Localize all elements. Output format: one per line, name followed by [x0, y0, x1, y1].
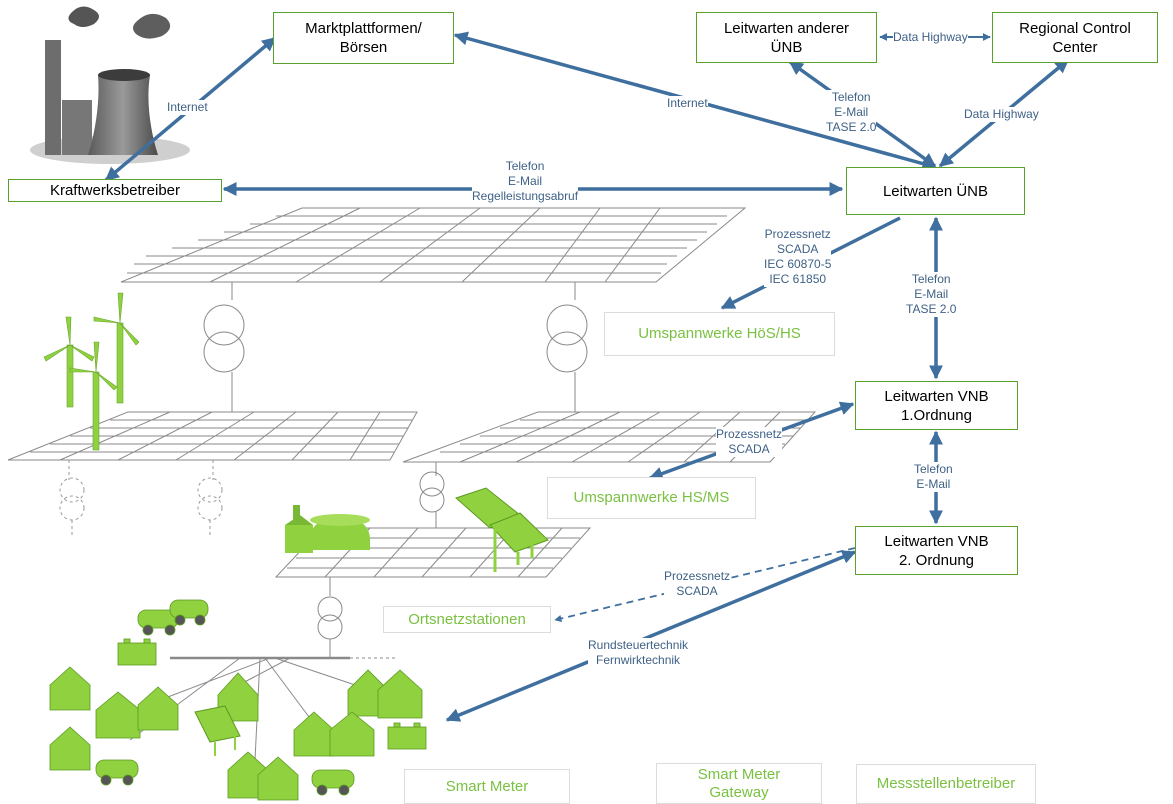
wind-turbines-icon	[43, 292, 140, 451]
node-kraftwerksbetreiber: Kraftwerksbetreiber	[8, 179, 222, 202]
node-marktplattformen: Marktplattformen/ Börsen	[273, 12, 454, 64]
rooftop-solar-icon	[194, 705, 241, 756]
category-messstellenbetreiber: Messstellenbetreiber	[856, 764, 1036, 804]
category-ortsnetzstationen: Ortsnetzstationen	[383, 606, 551, 633]
label-telefon-kraftwerk: Telefon E-Mail Regelleistungsabruf	[472, 159, 579, 204]
node-leitwarten-vnb1: Leitwarten VNB 1.Ordnung	[855, 381, 1018, 430]
label-internet-market: Internet	[667, 96, 708, 111]
node-leitwarten-vnb2: Leitwarten VNB 2. Ordnung	[855, 526, 1018, 575]
label-rundsteuertechnik: Rundsteuertechnik Fernwirktechnik	[588, 638, 689, 668]
label-data-highway-top: Data Highway	[893, 30, 968, 45]
connection-arrows	[104, 31, 1070, 722]
category-smart-meter: Smart Meter	[404, 769, 570, 804]
grid-hs-left-dashed	[59, 460, 223, 538]
node-leitwarten-uenb: Leitwarten ÜNB	[846, 167, 1025, 215]
grid-hs-left	[7, 411, 418, 461]
label-telefon-uenb-vnb: Telefon E-Mail TASE 2.0	[906, 272, 957, 317]
houses-icon	[49, 666, 423, 801]
label-internet-power: Internet	[167, 100, 208, 115]
batteries-icon	[117, 638, 427, 750]
label-prozessnetz-hoes: Prozessnetz SCADA IEC 60870-5 IEC 61850	[764, 227, 832, 287]
arrow-vnb2-ons	[554, 547, 856, 622]
label-telefon-vnb: Telefon E-Mail	[914, 462, 953, 492]
category-smart-meter-gateway: Smart Meter Gateway	[656, 763, 822, 804]
label-prozessnetz-ons: Prozessnetz SCADA	[664, 569, 731, 599]
node-regional-control-center: Regional Control Center	[992, 12, 1158, 63]
label-prozessnetz-hs: Prozessnetz SCADA	[716, 427, 783, 457]
node-leitwarten-anderer-uenb: Leitwarten anderer ÜNB	[696, 12, 877, 63]
label-telefon-andere: Telefon E-Mail TASE 2.0	[826, 90, 877, 135]
category-umspannwerke-hoes: Umspannwerke HöS/HS	[604, 312, 835, 356]
power-plant-icon	[30, 6, 190, 164]
arrow-vnb2-smartmeter	[445, 550, 857, 722]
category-umspannwerke-hs: Umspannwerke HS/MS	[547, 477, 756, 519]
label-data-highway-rcc: Data Highway	[964, 107, 1039, 122]
solar-park-icon	[455, 487, 549, 572]
grid-hoes	[120, 207, 747, 412]
electric-cars-icon	[95, 599, 355, 796]
biogas-plant-icon	[285, 505, 370, 553]
